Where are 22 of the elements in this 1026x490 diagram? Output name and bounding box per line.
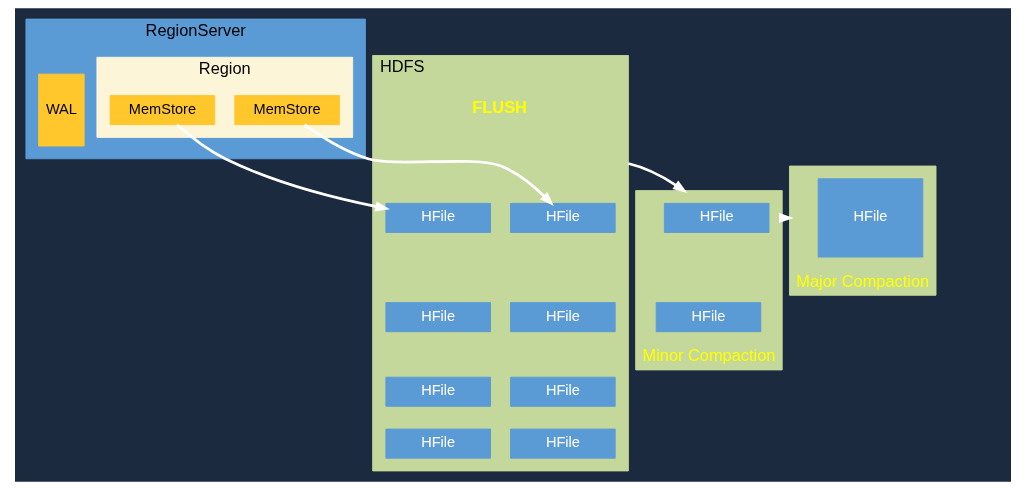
label: FLUSH [472,98,527,117]
arrow [628,162,688,193]
node-box: HFile [817,178,924,258]
node-label: Major Compaction [796,271,930,290]
cluster [635,190,783,371]
node-box: HFile [385,202,491,233]
arrow [303,123,554,207]
cluster [789,165,937,296]
node-box: HFile [655,302,762,333]
node-label: Minor Compaction [642,346,776,365]
node-box: HFile [510,376,616,407]
node-box: WAL [38,73,85,147]
node-box: HFile [663,202,770,233]
node-box: HFile [510,428,616,459]
node-box: HFile [510,302,616,333]
node-box: MemStore [109,95,216,126]
node-box: MemStore [234,95,340,126]
node-box: HFile [385,302,491,333]
node-box: HFile [510,202,616,233]
node-box: HFile [385,428,491,459]
arrow [176,123,390,212]
node-box: HFile [385,376,491,407]
